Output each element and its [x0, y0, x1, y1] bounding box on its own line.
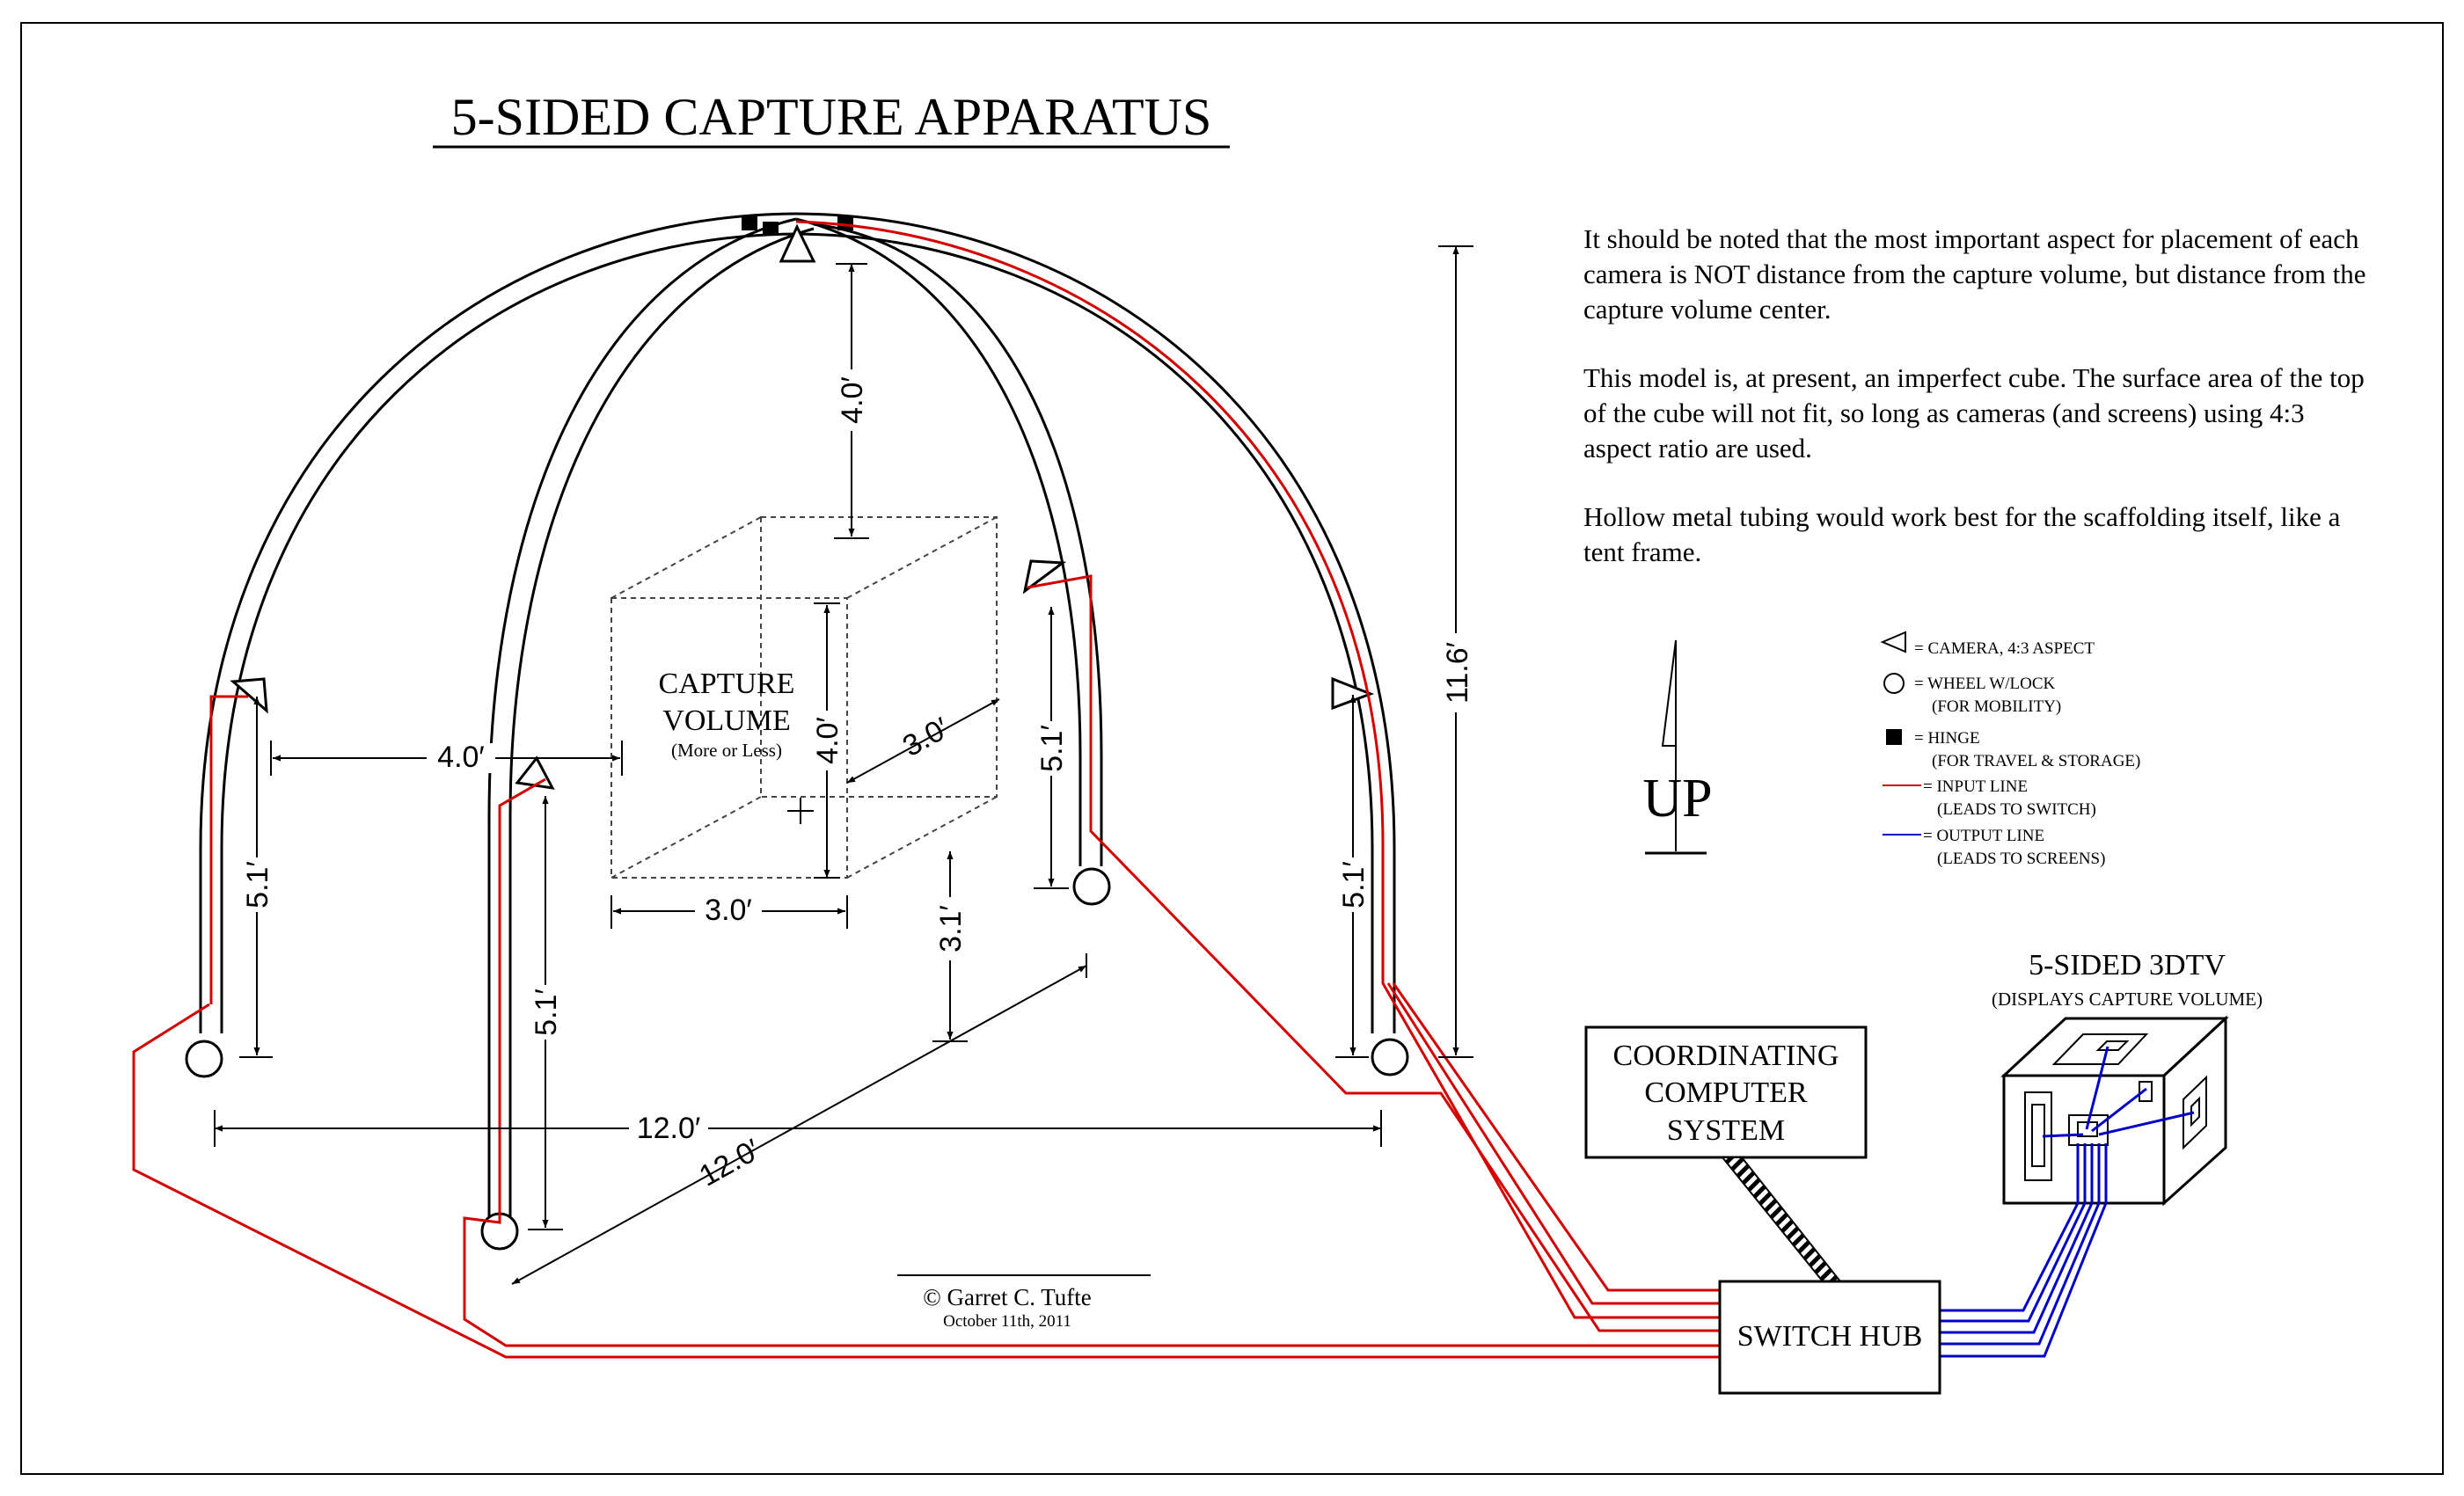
legend-output: = OUTPUT LINE — [1923, 827, 2044, 845]
back-right-arch-inner — [813, 223, 1103, 866]
capture-volume-cube — [611, 516, 998, 879]
note-paragraph: This model is, at present, an imperfect … — [1583, 362, 2365, 463]
dim-label-cube-depth: 3.0′ — [897, 712, 954, 763]
dim-label-overall-height: 11.6′ — [1441, 642, 1474, 704]
outer-arch-outer-edge — [199, 212, 1396, 1033]
up-arrow-icon — [1661, 639, 1677, 747]
notes-panel: It should be noted that the most importa… — [1583, 222, 2375, 603]
legend-wheel-note: (FOR MOBILITY) — [1932, 697, 2061, 716]
wheels — [185, 867, 1409, 1251]
tv-cube — [2000, 1015, 2229, 1207]
dimension-label-masks — [245, 369, 1469, 1143]
dim-label-elevation: 3.1′ — [934, 905, 968, 952]
dim-label-cube-height: 4.0′ — [811, 717, 844, 764]
camera-icon — [1022, 559, 1067, 595]
dimension-labels: 4.0′ 4.0′ 4.0′ 3.0′ 3.0′ 3.1′ 5.1′ 5.1′ … — [241, 376, 1474, 1193]
computer-label: COORDINATING — [1613, 1040, 1839, 1072]
capture-volume-note: (More or Less) — [671, 740, 782, 761]
legend-input: = INPUT LINE — [1923, 777, 2028, 796]
dim-label-leg-left: 5.1′ — [241, 861, 274, 909]
hinge-icon — [837, 216, 853, 230]
wheel-icon — [1072, 867, 1111, 906]
cameras — [230, 223, 1375, 790]
computer-label: COMPUTER — [1644, 1076, 1807, 1109]
diagram-title: 5-SIDED CAPTURE APPARATUS — [451, 88, 1212, 146]
tv-title: 5-SIDED 3DTV — [2029, 949, 2226, 982]
legend-wheel: = WHEEL W/LOCK — [1914, 675, 2056, 693]
wheel-icon — [1371, 1038, 1409, 1076]
dim-label-cube-width: 3.0′ — [705, 894, 752, 927]
input-line-right-a — [1386, 982, 1720, 1305]
camera-icon — [779, 223, 816, 263]
credit-date: October 11th, 2011 — [943, 1312, 1071, 1331]
up-orientation-symbol — [1645, 639, 1707, 855]
frame-tubes — [199, 212, 1396, 1218]
hinge-icon — [763, 222, 779, 236]
switch-hub-label: SWITCH HUB — [1737, 1320, 1923, 1353]
input-line-front-left — [463, 777, 1720, 1347]
dim-label-width-span: 12.0′ — [637, 1112, 701, 1145]
wheel-icon — [185, 1040, 223, 1078]
cube-center-mark — [787, 798, 814, 824]
camera-icon — [1880, 631, 1906, 653]
computer-system-box — [1584, 1025, 1868, 1159]
legend-output-note: (LEADS TO SCREENS) — [1937, 850, 2105, 868]
legend-hinge-note: (FOR TRAVEL & STORAGE) — [1932, 752, 2140, 770]
front-left-arch-inner — [508, 227, 815, 1218]
hinges — [742, 216, 853, 236]
hinge-icon — [1886, 729, 1902, 745]
outer-arch-inner-edge — [220, 232, 1374, 1033]
input-line-left-cable — [132, 1003, 1720, 1359]
cube-back-face — [760, 516, 998, 798]
dim-label-leg-back-right: 5.1′ — [1035, 725, 1069, 772]
note-paragraph: Hollow metal tubing would work best for … — [1583, 501, 2341, 567]
note-paragraph: It should be noted that the most importa… — [1583, 223, 2366, 325]
camera-icon — [515, 755, 555, 790]
tv-screens — [2024, 1033, 2207, 1181]
wheel-icon — [1883, 673, 1905, 694]
legend: = CAMERA, 4:3 ASPECT = WHEEL W/LOCK (FOR… — [1880, 631, 2140, 868]
front-left-arch-outer — [487, 217, 797, 1218]
legend-camera: = CAMERA, 4:3 ASPECT — [1914, 639, 2095, 658]
dim-label-top-height: 4.0′ — [836, 376, 869, 424]
input-line-left-tube — [209, 695, 248, 1004]
cube-front-face — [611, 597, 848, 879]
computer-link-cable — [1720, 1157, 1843, 1282]
legend-input-note: (LEADS TO SWITCH) — [1937, 800, 2096, 819]
tv-subtitle: (DISPLAYS CAPTURE VOLUME) — [1992, 989, 2263, 1010]
input-line-right-b — [1392, 982, 1720, 1292]
tv-output-wiring — [1940, 1046, 2195, 1358]
dim-label-left-offset: 4.0′ — [437, 741, 485, 774]
input-lines — [132, 220, 1720, 1359]
legend-hinge: = HINGE — [1914, 729, 1980, 748]
capture-volume-label: CAPTURE — [659, 668, 795, 700]
page-border — [20, 22, 2444, 1475]
capture-volume-label: VOLUME — [662, 704, 790, 737]
computer-label: SYSTEM — [1667, 1114, 1785, 1147]
camera-icon — [230, 677, 268, 714]
credit-name: © Garret C. Tufte — [923, 1284, 1092, 1310]
up-label: UP — [1642, 769, 1712, 828]
back-right-arch-outer — [795, 217, 1082, 866]
dim-label-leg-front-left: 5.1′ — [530, 989, 563, 1036]
switch-hub-box — [1718, 1280, 1941, 1395]
hinge-icon — [742, 216, 757, 230]
dim-label-leg-right: 5.1′ — [1337, 861, 1371, 909]
input-line-top-arch — [795, 220, 1720, 1319]
input-line-back-right — [1027, 574, 1720, 1332]
